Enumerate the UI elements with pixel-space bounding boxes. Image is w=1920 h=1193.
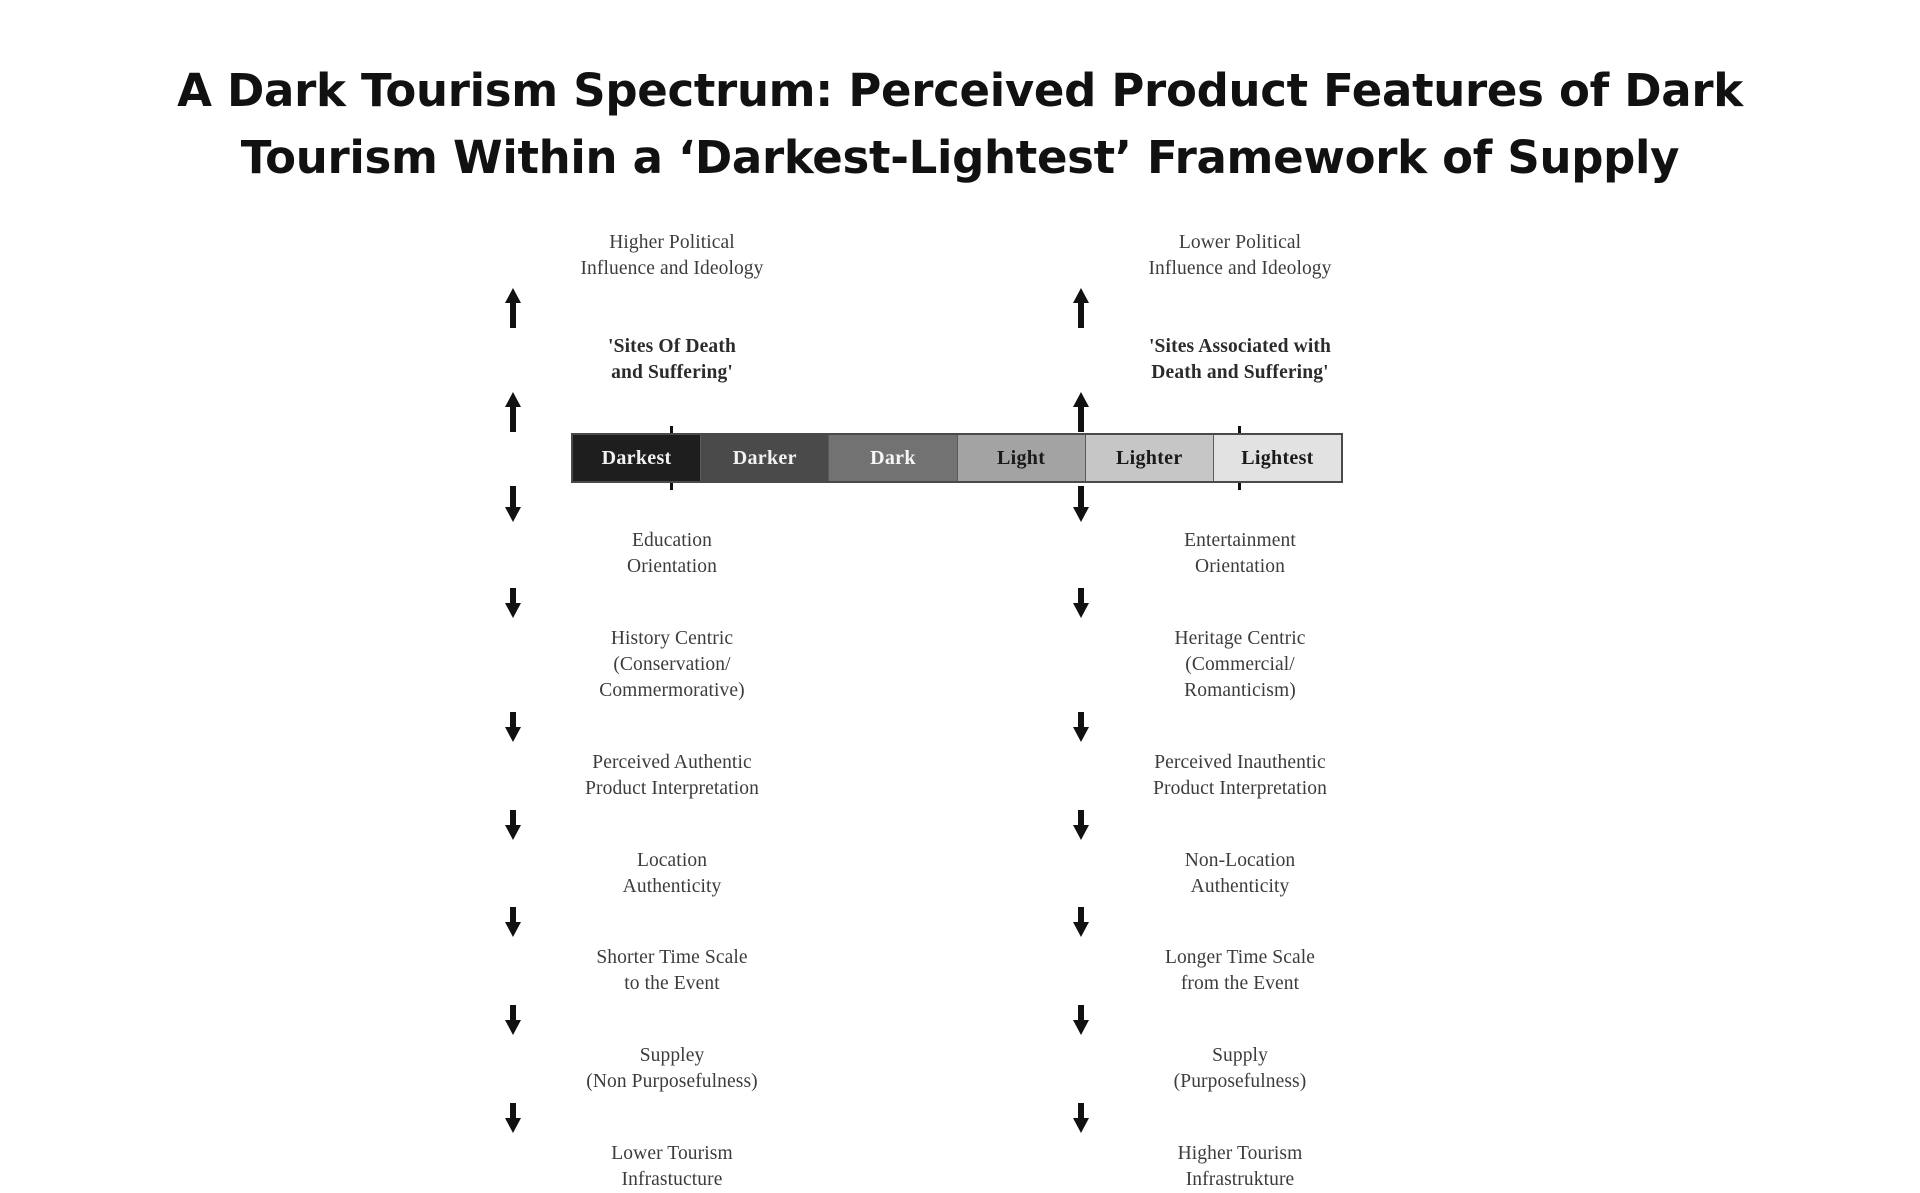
node-perceived-inauthentic-product-interpretation: Perceived Inauthentic Product Interpreta… [1153,751,1327,799]
page-title: A Dark Tourism Spectrum: Perceived Produ… [177,64,1743,184]
arrow-down-icon [502,587,842,618]
arrow-down-icon [502,809,842,840]
arrow-down-icon [502,1103,842,1134]
node-location-authenticity: Location Authenticity [622,849,722,897]
node-education-orientation: Education Orientation [627,530,717,578]
spectrum-segment-dark[interactable]: Dark [829,435,958,482]
node-non-location-authenticity: Non-Location Authenticity [1184,849,1296,897]
arrow-up-icon [502,287,842,328]
column-lightest-below-bar: Entertainment Orientation Heritage Centr… [1070,486,1410,1193]
column-darkest-above-bar: Higher Political Influence and Ideology … [502,230,842,432]
node-perceived-authentic-product-interpretation: Perceived Authentic Product Interpretati… [585,751,759,799]
arrow-down-icon [1070,587,1410,618]
dark-tourism-spectrum-bar: Darkest Darker Dark Light Lighter Lighte… [571,433,1343,484]
column-darkest-below-bar: Education Orientation History Centric (C… [502,486,842,1193]
arrow-down-icon [502,486,842,523]
spectrum-segment-light[interactable]: Light [957,435,1086,482]
node-suppley-non-purposefulness: Suppley (Non Purposefulness) [586,1045,758,1093]
arrow-up-icon [1070,391,1410,432]
dark-tourism-spectrum-diagram: Higher Political Influence and Ideology … [0,230,1920,1190]
arrow-down-icon [1070,1103,1410,1134]
node-lower-political-influence: Lower Political Influence and Ideology [1148,232,1332,280]
node-entertainment-orientation: Entertainment Orientation [1184,530,1296,578]
node-history-centric: History Centric (Conservation/ Commermor… [599,627,745,701]
arrow-up-icon [502,391,842,432]
arrow-up-icon [1070,287,1410,328]
arrow-down-icon [1070,486,1410,523]
spectrum-segment-darker[interactable]: Darker [701,435,830,482]
arrow-down-icon [1070,1005,1410,1036]
arrow-down-icon [502,711,842,742]
node-shorter-time-scale-to-the-event: Shorter Time Scale to the Event [596,947,748,995]
column-lightest-above-bar: Lower Political Influence and Ideology '… [1070,230,1410,432]
node-longer-time-scale-from-the-event: Longer Time Scale from the Event [1164,947,1316,995]
arrow-down-icon [502,1005,842,1036]
node-higher-political-influence: Higher Political Influence and Ideology [580,232,764,280]
arrow-down-icon [1070,809,1410,840]
spectrum-segment-darkest[interactable]: Darkest [573,435,702,482]
node-sites-associated-with-death-and-suffering: 'Sites Associated with Death and Sufferi… [1148,335,1332,383]
arrow-down-icon [1070,907,1410,938]
arrow-down-icon [502,907,842,938]
node-sites-of-death-and-suffering: 'Sites Of Death and Suffering' [608,335,736,383]
node-lower-tourism-infrastucture: Lower Tourism Infrastucture [611,1143,733,1191]
spectrum-segment-lighter[interactable]: Lighter [1085,435,1214,482]
arrow-down-icon [1070,711,1410,742]
node-supply-purposefulness: Supply (Purposefulness) [1173,1045,1307,1093]
node-heritage-centric: Heritage Centric (Commercial/ Romanticis… [1174,627,1306,701]
node-higher-tourism-infrastrukture: Higher Tourism Infrastrukture [1177,1143,1303,1191]
spectrum-segment-lightest[interactable]: Lightest [1213,435,1342,482]
